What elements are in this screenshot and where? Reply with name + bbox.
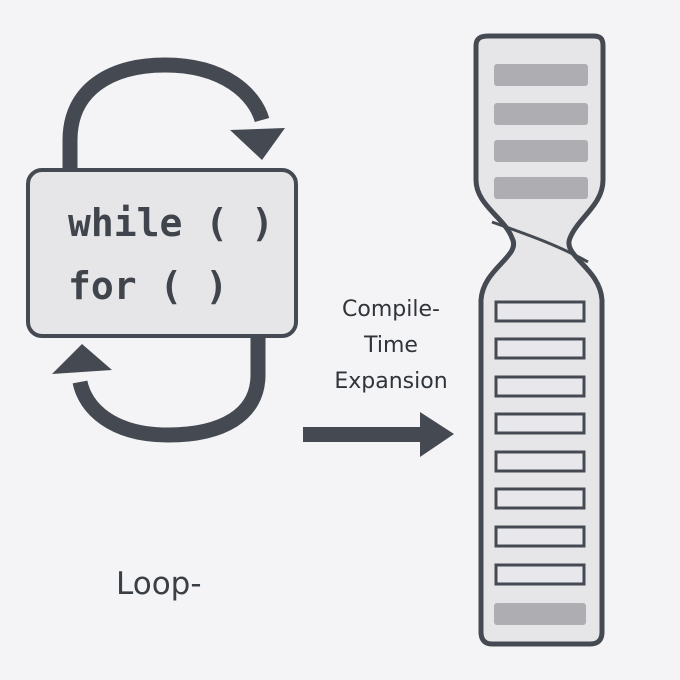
bottom-loop-arrow-arc (72, 336, 266, 443)
unrolled-bars (494, 300, 586, 625)
strip-twist-line (491, 220, 589, 264)
unrolled-bar (494, 603, 586, 625)
rolled-bar (494, 103, 588, 125)
top-loop-arrowhead-icon (230, 128, 285, 160)
expansion-arrowhead-icon (420, 412, 454, 457)
bottom-loop-arrowhead-icon (52, 344, 112, 374)
loop-code-box (26, 168, 298, 338)
rolled-bars (494, 64, 588, 199)
expansion-arrow-shaft (303, 427, 425, 442)
unrolled-bar (494, 412, 586, 435)
code-line-while: while ( ) (68, 201, 274, 245)
rolled-bar (494, 177, 588, 199)
arrow-label-line-3: Expansion (334, 369, 447, 394)
unrolled-bar (494, 450, 586, 473)
unrolled-bar (494, 525, 586, 548)
rolled-bar (494, 64, 588, 86)
unrolled-bar (494, 337, 586, 360)
code-line-for: for ( ) (68, 264, 228, 308)
unrolled-bar (494, 375, 586, 398)
arrow-label-line-2: Time (363, 333, 418, 358)
unrolled-bar (494, 563, 586, 586)
unrolled-bar (494, 300, 586, 323)
rolled-bar (494, 140, 588, 162)
top-loop-arrow-arc (62, 57, 270, 172)
unrolled-bar (494, 487, 586, 510)
loop-label: Loop- (116, 566, 202, 602)
arrow-label-line-1: Compile- (342, 297, 440, 322)
